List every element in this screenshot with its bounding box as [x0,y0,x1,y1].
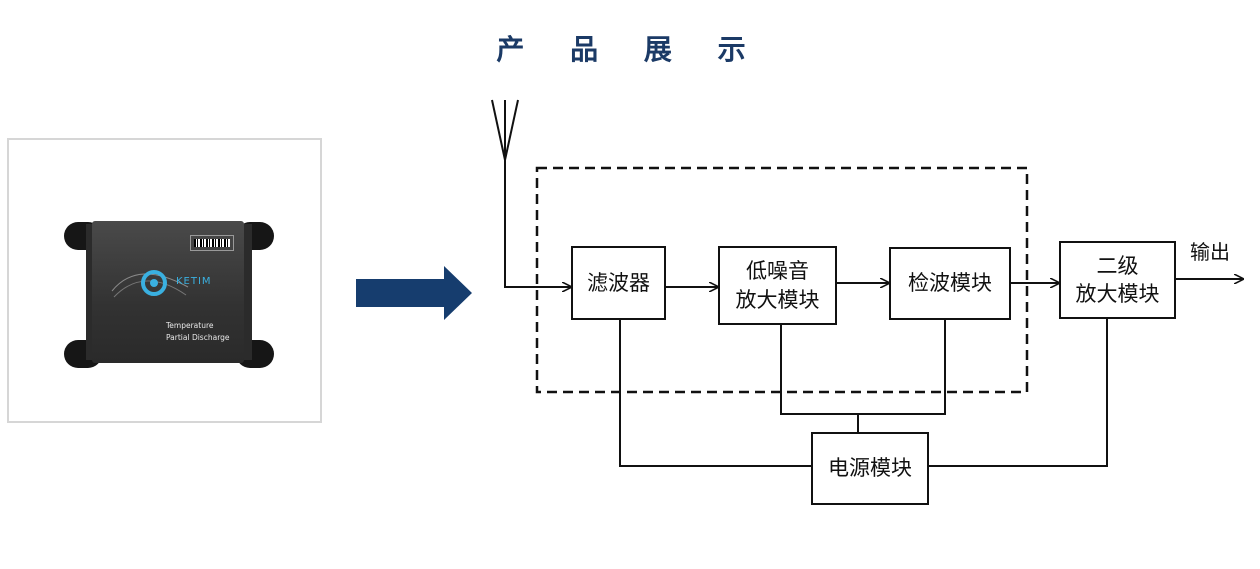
filter-block: 滤波器 [571,246,666,320]
device-body: KETIM Temperature Partial Discharge [92,221,244,363]
antenna-icon [491,99,519,161]
second-amp-label-line2: 放大模块 [1075,282,1160,306]
page-title: 产 品 展 示 [496,33,764,66]
second-amp-label-line1: 二级 [1096,253,1139,278]
output-label: 输出 [1190,240,1230,264]
detector-block: 检波模块 [889,247,1011,320]
lna-block: 低噪音 放大模块 [718,246,837,325]
detector-block-label: 检波模块 [908,271,992,296]
device-label-line2: Partial Discharge [166,333,230,342]
filter-block-label: 滤波器 [587,270,650,295]
logo-swirl-icon [111,270,189,298]
dashed-module-boundary [535,166,1029,394]
lna-block-label-line1: 低噪音 [746,259,809,284]
barcode-label [190,235,234,251]
right-arrow-icon [356,266,472,320]
device-image: KETIM Temperature Partial Discharge [64,218,274,368]
lna-block-label-line2: 放大模块 [735,287,820,312]
product-photo: KETIM Temperature Partial Discharge [7,138,322,423]
power-block-label: 电源模块 [828,456,912,481]
device-label-line1: Temperature [166,321,214,330]
device-logo-text: KETIM [176,276,212,287]
second-amp-block: 二级 放大模块 [1059,241,1176,319]
power-block: 电源模块 [811,432,929,505]
